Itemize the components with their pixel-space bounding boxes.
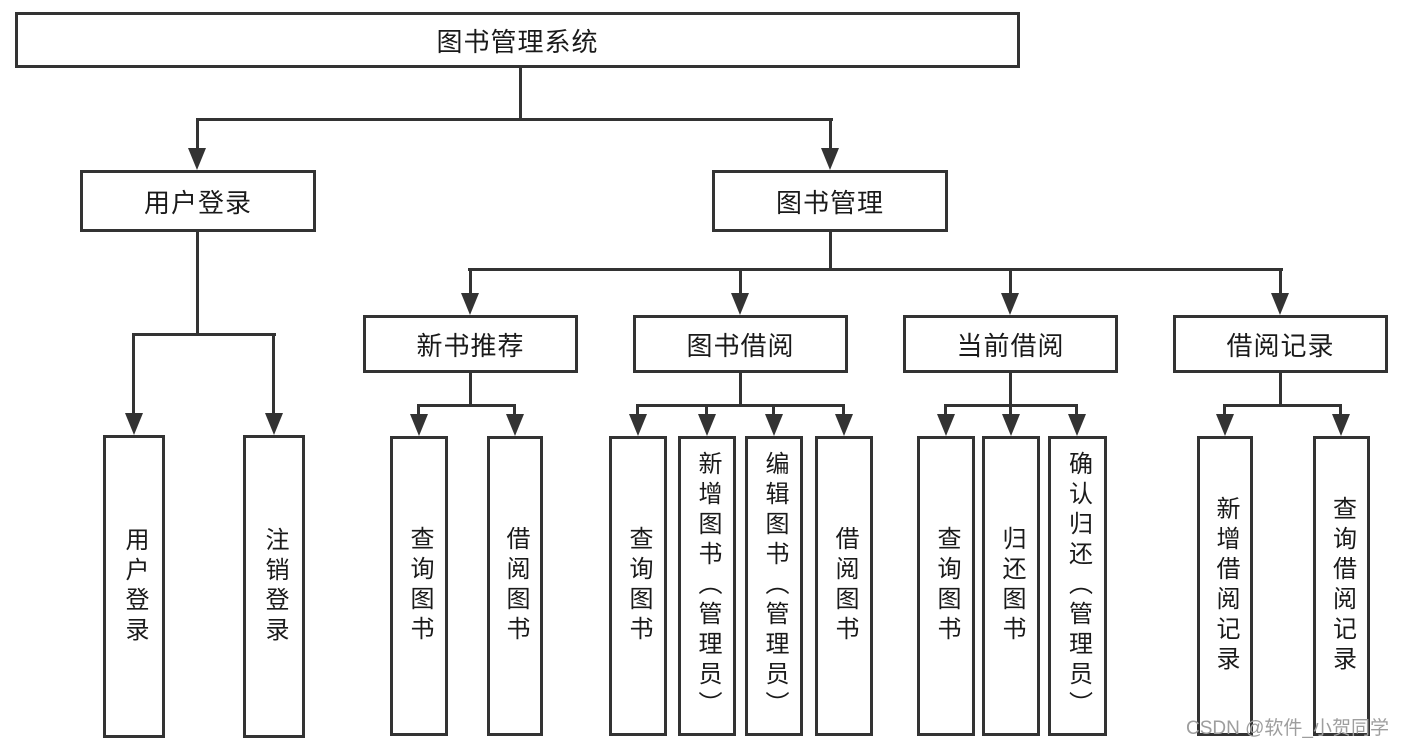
node-root: 图书管理系统	[15, 12, 1020, 68]
connector-drop	[739, 373, 742, 407]
connector-root-drop	[519, 68, 522, 121]
leaf-return-books: 归还图书	[982, 436, 1040, 736]
connector-stem	[636, 404, 639, 416]
connector-stem	[1223, 404, 1226, 416]
arrow-down-icon	[506, 414, 524, 436]
arrow-down-icon	[1271, 293, 1289, 315]
connector-stem	[417, 404, 420, 416]
connector-stem	[469, 268, 472, 297]
arrow-down-icon	[1068, 414, 1086, 436]
connector-drop	[1009, 373, 1012, 407]
arrow-down-icon	[410, 414, 428, 436]
arrow-down-icon	[265, 413, 283, 435]
connector-stem	[842, 404, 845, 416]
connector-stem	[132, 333, 135, 415]
node-book-management: 图书管理	[712, 170, 948, 232]
connector-drop	[469, 373, 472, 407]
leaf-query-borrow-record: 查询借阅记录	[1313, 436, 1370, 736]
arrow-down-icon	[821, 148, 839, 170]
leaf-query-books-current: 查询图书	[917, 436, 975, 736]
connector-book-mgmt-drop	[829, 232, 832, 271]
arrow-down-icon	[1216, 414, 1234, 436]
leaf-add-borrow-record: 新增借阅记录	[1197, 436, 1253, 736]
node-new-book-recommend: 新书推荐	[363, 315, 578, 373]
connector-stem	[772, 404, 775, 416]
connector-stem	[944, 404, 947, 416]
arrow-down-icon	[835, 414, 853, 436]
watermark: CSDN @软件_小贺同学	[1186, 718, 1389, 739]
arrow-down-icon	[125, 413, 143, 435]
connector-drop	[1279, 373, 1282, 407]
leaf-confirm-return-admin: 确认归还（管理员）	[1048, 436, 1107, 736]
arrow-down-icon	[765, 414, 783, 436]
leaf-query-books-recommend: 查询图书	[390, 436, 448, 736]
arrow-down-icon	[188, 148, 206, 170]
node-book-borrow: 图书借阅	[633, 315, 848, 373]
arrow-down-icon	[1332, 414, 1350, 436]
connector-stem	[1339, 404, 1342, 416]
connector-stem	[513, 404, 516, 416]
arrow-down-icon	[698, 414, 716, 436]
node-user-login: 用户登录	[80, 170, 316, 232]
leaf-add-books-admin: 新增图书（管理员）	[678, 436, 736, 736]
connector-stem	[829, 118, 832, 150]
leaf-user-login: 用户登录	[103, 435, 165, 738]
node-borrow-records: 借阅记录	[1173, 315, 1388, 373]
connector-stem	[272, 333, 275, 415]
connector-level3-split	[468, 268, 1283, 271]
connector-stem	[1075, 404, 1078, 416]
leaf-edit-books-admin: 编辑图书（管理员）	[745, 436, 803, 736]
connector-stem	[196, 118, 199, 150]
connector-stem	[1279, 268, 1282, 297]
connector-split	[1223, 404, 1342, 407]
connector-stem	[1009, 268, 1012, 297]
node-current-borrow: 当前借阅	[903, 315, 1118, 373]
arrow-down-icon	[1001, 293, 1019, 315]
leaf-query-books-borrow: 查询图书	[609, 436, 667, 736]
arrow-down-icon	[629, 414, 647, 436]
arrow-down-icon	[731, 293, 749, 315]
connector-user-login-split	[132, 333, 276, 336]
leaf-borrow-books: 借阅图书	[815, 436, 873, 736]
connector-stem	[705, 404, 708, 416]
connector-user-login-drop	[196, 232, 199, 336]
leaf-borrow-books-recommend: 借阅图书	[487, 436, 543, 736]
arrow-down-icon	[461, 293, 479, 315]
connector-stem	[1009, 404, 1012, 416]
connector-split	[417, 404, 516, 407]
leaf-logout: 注销登录	[243, 435, 305, 738]
connector-level2-split	[196, 118, 833, 121]
arrow-down-icon	[937, 414, 955, 436]
connector-stem	[739, 268, 742, 297]
connector-split	[636, 404, 845, 407]
arrow-down-icon	[1002, 414, 1020, 436]
